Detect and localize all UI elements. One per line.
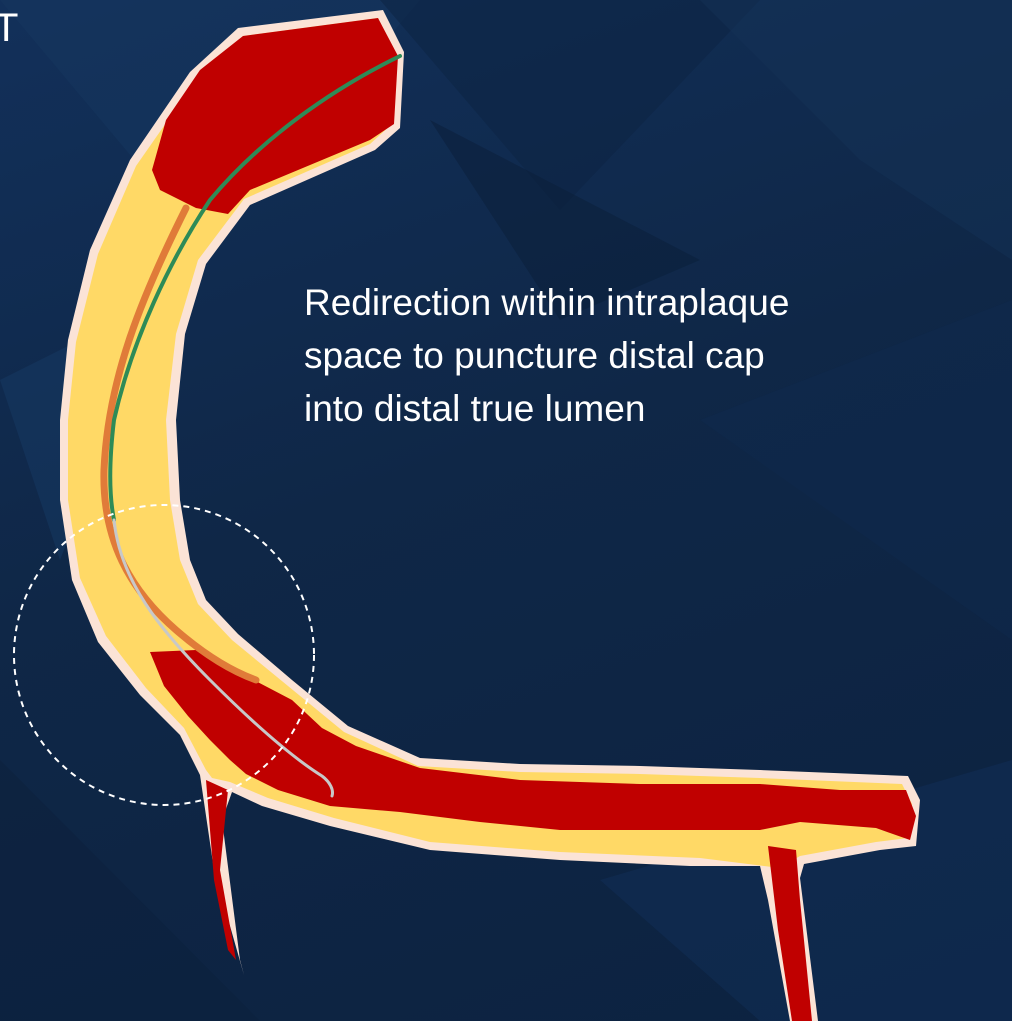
vessel-diagram <box>0 0 1012 1021</box>
slide: T Redirection within intraplaque space t… <box>0 0 1012 1021</box>
